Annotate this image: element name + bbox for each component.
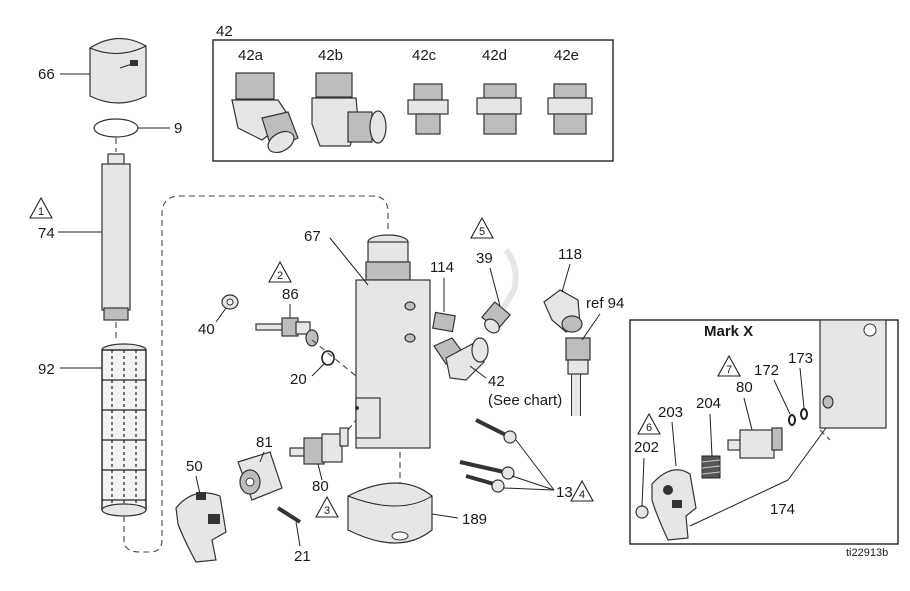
inset-o-ring-173: [800, 408, 808, 420]
warning-4: 4: [579, 489, 585, 501]
inset-label-174: 174: [770, 501, 795, 518]
label-67: 67: [304, 228, 321, 245]
fitting-42e-straight: [547, 83, 593, 135]
warning-triangle-2: [268, 260, 292, 283]
label-80: 80: [312, 478, 329, 495]
valve-86: [255, 317, 319, 347]
plug-114: [432, 311, 456, 333]
inset-title: Mark X: [704, 323, 753, 340]
inset-label-173: 173: [788, 350, 813, 367]
inset-label-204: 204: [696, 395, 721, 412]
label-189: 189: [462, 511, 487, 528]
inset-spring-204: [701, 455, 721, 479]
screws-13: [459, 418, 517, 493]
label-42b: 42b: [318, 47, 343, 64]
inset-valve-80: [727, 427, 783, 459]
label-40: 40: [198, 321, 215, 338]
label-42a: 42a: [238, 47, 264, 64]
warning-triangle-5: [470, 216, 494, 239]
label-9: 9: [174, 120, 182, 137]
warning-triangle-1: [29, 196, 53, 219]
mark-x-inset: Mark X 80 7 172 173 204: [629, 319, 899, 545]
label-42-kit: 42: [216, 23, 233, 40]
label-42c: 42c: [412, 47, 437, 64]
elbow-fitting-42: [433, 337, 489, 381]
filter-92: [101, 343, 147, 517]
seat-81: [237, 451, 283, 501]
o-ring-9: [93, 118, 139, 138]
label-42e: 42e: [554, 47, 579, 64]
bracket-189: [347, 482, 433, 544]
warning-5: 5: [479, 226, 485, 238]
label-39: 39: [476, 250, 493, 267]
warning-2: 2: [277, 270, 283, 282]
warning-triangle-3: [315, 495, 339, 518]
label-86: 86: [282, 286, 299, 303]
fitting-42d-straight: [476, 83, 522, 135]
figure-id: ti22913b: [846, 547, 888, 559]
kit-frame: [212, 39, 614, 162]
inset-frame: [629, 319, 899, 545]
inset-label-203: 203: [658, 404, 683, 421]
hose-fitting-39: [481, 248, 519, 334]
warning-3: 3: [324, 505, 330, 517]
warning-1: 1: [38, 206, 44, 218]
inset-label-80: 80: [736, 379, 753, 396]
label-20: 20: [290, 371, 307, 388]
warning-triangle-4: [570, 479, 594, 502]
fitting-42a-elbow-45: [231, 72, 299, 154]
inset-o-ring-172: [788, 414, 796, 426]
label-42: 42: [488, 373, 505, 390]
inset-warning-6: 6: [646, 422, 652, 434]
fitting-42c-straight: [407, 83, 449, 135]
pump-body-67: [355, 234, 431, 449]
label-81: 81: [256, 434, 273, 451]
label-66: 66: [38, 66, 55, 83]
inset-label-202: 202: [634, 439, 659, 456]
label-42d: 42d: [482, 47, 507, 64]
elbow-118: [543, 289, 583, 333]
inset-warning-7: 7: [726, 364, 732, 376]
tube-74: [101, 153, 131, 321]
label-118: 118: [558, 246, 582, 263]
label-114: 114: [430, 259, 454, 276]
label-42-note: (See chart): [488, 392, 562, 409]
pin-21: [276, 506, 302, 524]
inset-body: [819, 319, 887, 429]
inset-ball-202: [635, 505, 649, 519]
hose-94: [565, 337, 591, 416]
fitting-42b-elbow-90: [311, 72, 387, 147]
handle-50: [175, 492, 227, 563]
label-ref94: ref 94: [586, 295, 624, 312]
label-50: 50: [186, 458, 203, 475]
fitting-kit-box: 42 42a 42b 42c 42d 42e: [212, 23, 614, 162]
inset-warning-triangle-7: [717, 354, 741, 377]
inset-label-172: 172: [754, 362, 779, 379]
inset-handle-203: [651, 469, 697, 541]
o-ring-20: [321, 350, 335, 366]
cap-66: [89, 37, 147, 104]
label-13: 13: [556, 484, 573, 501]
inset-warning-triangle-6: [637, 412, 661, 435]
label-21: 21: [294, 548, 311, 565]
label-74: 74: [38, 225, 55, 242]
valve-80: [289, 427, 349, 465]
label-92: 92: [38, 361, 55, 378]
